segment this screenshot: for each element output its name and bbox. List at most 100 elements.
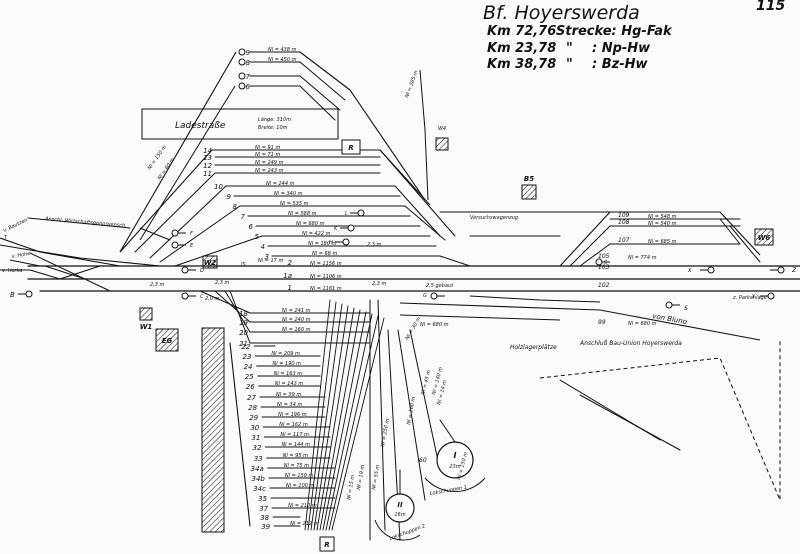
bluno-line [399, 302, 761, 341]
turntable-feed [439, 419, 456, 443]
track-length: Nl = 1156 m [310, 261, 342, 267]
turntable-2-size: 16m [394, 512, 405, 518]
top-spur-right [299, 51, 426, 201]
signal-box-b5-label: B5 [524, 175, 534, 183]
track-60-label: 60 [419, 457, 427, 464]
track-length: Nl = 68 m [312, 251, 337, 257]
buffer-stop [238, 58, 246, 66]
track-number: 23 [243, 353, 252, 361]
signal-e-label: E [190, 243, 194, 249]
track-length: Nl = 685 m [648, 239, 677, 245]
signal-h [335, 238, 350, 246]
track-number: 13 [203, 154, 212, 162]
track-length: Nl = 680 m [628, 321, 657, 327]
track-length: Nl = 150 m [285, 473, 314, 479]
ladder [579, 243, 611, 267]
track-number: 39 [261, 523, 270, 531]
ladder [229, 290, 251, 344]
crossover [29, 252, 111, 292]
track-length: Nl = 680 m [420, 322, 449, 328]
signal-y-label: Y [752, 294, 756, 300]
signal-lamp [25, 290, 33, 298]
signal-box-w2-label: W2 [204, 259, 217, 267]
ladder [214, 290, 251, 323]
track-number: 8 [233, 203, 238, 211]
signal-c-label: C [200, 294, 204, 300]
small-label: 2,0 m [205, 296, 220, 302]
turntable-1 [436, 441, 474, 479]
signal-k [340, 224, 355, 232]
siding [139, 227, 171, 241]
signal-box-w4-label: W4 [438, 126, 446, 132]
signal-lamp [595, 258, 603, 266]
bluno-label: von Bluno [652, 312, 688, 326]
signal-lamp [181, 292, 189, 300]
crossover [59, 265, 101, 280]
track-length: Nl = 71 m [255, 152, 280, 158]
track-length: Nl = 39 m [276, 392, 301, 398]
km-row-3-ditto: " [566, 57, 573, 72]
track-length: Nl = 143 m [275, 381, 304, 387]
signal-lamp [171, 229, 179, 237]
buffer-stop [238, 82, 246, 90]
km-row-2-km: Km 23,78 [487, 41, 557, 56]
buffer-stop [238, 72, 246, 80]
ladder-right [404, 205, 446, 241]
horka-label: v. Horka [2, 268, 23, 274]
track-number: 4 [261, 243, 265, 251]
fan-diagonal [397, 329, 426, 501]
upper-ladder-left [119, 149, 431, 253]
track-number: 29 [249, 414, 258, 422]
track-length: Nl = 95 m [283, 453, 308, 459]
track-number: 34a [251, 465, 264, 473]
top-spur [299, 61, 346, 101]
signal-l-label: L [345, 211, 348, 217]
signal-b-label: B [10, 291, 15, 299]
signal-l [350, 209, 365, 217]
track-length: Nl = 450 m [268, 57, 297, 63]
signal-s [665, 301, 680, 309]
top-spur [139, 85, 236, 241]
small-label: 2,3 m [215, 280, 230, 286]
ladder-right [394, 185, 441, 237]
signal-box-w4-box [435, 137, 449, 151]
track-number: 49 [241, 49, 250, 57]
small-label: Nl = 385 m [404, 70, 419, 99]
track-length: Nl = 144 m [281, 442, 310, 448]
anschluss-label: Anschluß Bau-Union Hoyerswerda [579, 340, 682, 347]
signal-s2-label: S [684, 305, 688, 312]
track-length: Nl = 196 m [278, 412, 307, 418]
page-number: 115 [756, 0, 786, 14]
siding [27, 217, 131, 229]
signal-box-w6-box [754, 228, 774, 246]
signal-lamp [665, 301, 673, 309]
track-length: Nl = 100 m [286, 483, 315, 489]
signal-box-b5-box [521, 184, 537, 200]
fan-diagonal [319, 309, 361, 531]
track-length: Nl = 209 m [271, 351, 300, 357]
ladestrasse-width: Breite: 10m [258, 125, 288, 131]
signal-lamp [171, 241, 179, 249]
ladder-right [439, 255, 471, 267]
track-number: 6 [249, 223, 254, 231]
lokschuppen-2-arc [374, 519, 421, 541]
track-length: Nl = 160 m [282, 327, 311, 333]
fan-spine [229, 342, 251, 527]
track-number: 26 [246, 383, 255, 391]
track-number: 102 [598, 282, 610, 289]
track-number: 20 [239, 329, 248, 337]
signal-box-r2-box [319, 536, 335, 552]
signal-h-label: H [329, 240, 333, 246]
signal-lamp [777, 266, 785, 274]
track-number: 21 [239, 340, 248, 348]
fan-diagonal [304, 299, 331, 531]
track-length: Nl = 774 m [628, 255, 657, 261]
signal-box-r2-label: R [324, 541, 329, 549]
small-label: Nl = 15 m [346, 474, 356, 500]
station-title: Bf. Hoyerswerda [483, 2, 640, 24]
signal-e [171, 241, 186, 249]
signal-box-w1-box [139, 307, 153, 321]
signal-lamp [347, 224, 355, 232]
track-number: 2 [288, 259, 293, 267]
